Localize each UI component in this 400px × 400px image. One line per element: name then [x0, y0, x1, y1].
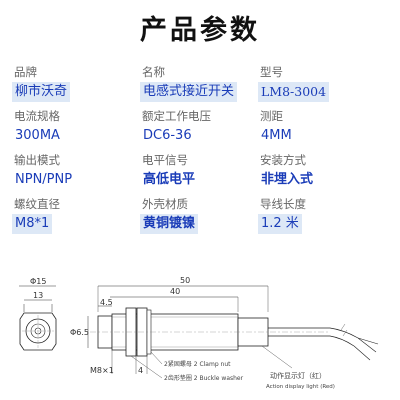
spec-value: 柳市沃奇	[12, 82, 71, 102]
spec-label: 名称	[142, 65, 165, 79]
dim-13: 13	[33, 291, 43, 300]
spec-table: 品牌 柳市沃奇 名称 电感式接近开关 型号 LM8-3004 电流规格 300M…	[12, 62, 390, 238]
spec-cell-range: 测距 4MM	[258, 106, 384, 150]
spec-row: 输出模式 NPN/PNP 电平信号 高低电平 安装方式 非埋入式	[12, 150, 390, 194]
spec-label: 安装方式	[260, 153, 306, 167]
side-view: 50 40 4.5 Φ6.5 M8×1 4	[70, 276, 379, 390]
spec-cell-signal: 电平信号 高低电平	[140, 150, 266, 194]
spec-label: 电平信号	[142, 153, 188, 167]
dim-50: 50	[180, 276, 190, 285]
spec-value: 高低电平	[143, 172, 196, 187]
spec-value: 电感式接近开关	[140, 82, 238, 102]
spec-cell-material: 外壳材质 黄铜镀镍	[140, 194, 266, 238]
spec-row: 螺纹直径 M8*1 外壳材质 黄铜镀镍 导线长度 1.2 米	[12, 194, 390, 238]
note-buckle-washer: 2齿形垫圈 2 Buckle washer	[164, 374, 244, 382]
dim-diameter-15: Φ15	[30, 277, 46, 286]
end-view: Φ15 13	[19, 277, 57, 351]
spec-cell-brand: 品牌 柳市沃奇	[12, 62, 138, 106]
spec-value: M8*1	[12, 214, 53, 234]
spec-label: 导线长度	[260, 197, 306, 211]
spec-cell-voltage: 额定工作电压 DC6-36	[140, 106, 266, 150]
note-indicator: 动作显示灯（红）	[270, 371, 326, 380]
dim-4: 4	[138, 366, 143, 375]
note-indicator-en: Action display light (Red)	[266, 384, 335, 390]
spec-value: LM8-3004	[258, 82, 330, 102]
dim-40: 40	[170, 287, 180, 296]
spec-value: NPN/PNP	[15, 172, 73, 187]
spec-label: 型号	[260, 65, 283, 79]
dim-thread: M8×1	[90, 366, 114, 375]
spec-cell-model: 型号 LM8-3004	[258, 62, 384, 106]
spec-value: 4MM	[261, 128, 292, 143]
spec-label: 电流规格	[14, 109, 60, 123]
spec-value: 300MA	[15, 128, 60, 143]
spec-label: 额定工作电压	[142, 109, 211, 123]
spec-row: 电流规格 300MA 额定工作电压 DC6-36 测距 4MM	[12, 106, 390, 150]
spec-value: 1.2 米	[258, 214, 302, 234]
technical-drawing: Φ15 13 50 40 4.5	[19, 276, 379, 390]
dim-4-5: 4.5	[100, 298, 113, 307]
spec-cell-output: 输出模式 NPN/PNP	[12, 150, 138, 194]
spec-label: 螺纹直径	[14, 197, 60, 211]
spec-cell-thread: 螺纹直径 M8*1	[12, 194, 138, 238]
note-clamp-nut: 2紧固螺母 2 Clamp nut	[164, 360, 231, 368]
spec-cell-cable: 导线长度 1.2 米	[258, 194, 384, 238]
spec-value: DC6-36	[143, 128, 192, 143]
spec-label: 品牌	[14, 65, 37, 79]
spec-row: 品牌 柳市沃奇 名称 电感式接近开关 型号 LM8-3004	[12, 62, 390, 106]
spec-cell-current: 电流规格 300MA	[12, 106, 138, 150]
dim-diameter-6-5: Φ6.5	[70, 328, 89, 337]
spec-label: 输出模式	[14, 153, 60, 167]
spec-label: 外壳材质	[142, 197, 188, 211]
spec-cell-mounting: 安装方式 非埋入式	[258, 150, 384, 194]
spec-cell-name: 名称 电感式接近开关	[140, 62, 266, 106]
spec-label: 测距	[260, 109, 283, 123]
spec-value: 黄铜镀镍	[140, 214, 199, 234]
page-title: 产品参数	[140, 15, 260, 46]
spec-value: 非埋入式	[261, 172, 314, 187]
